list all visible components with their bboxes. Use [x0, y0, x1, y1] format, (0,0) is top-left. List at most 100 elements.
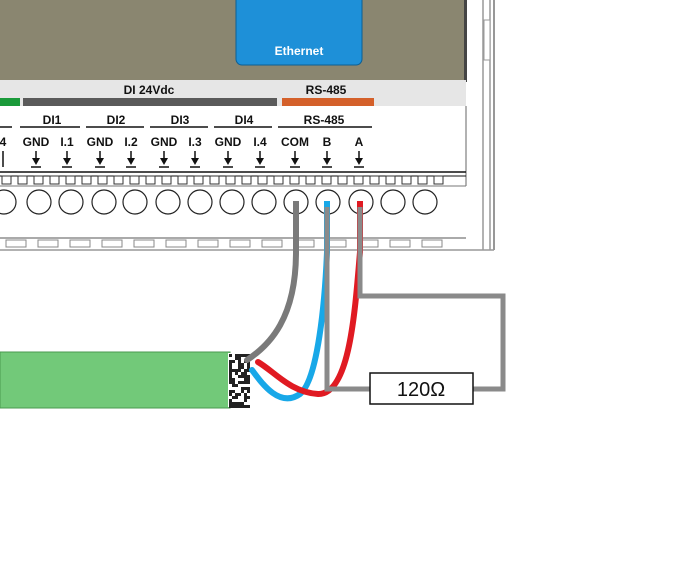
- screw-terminal: [0, 189, 17, 215]
- terminal-slot-lower: [229, 239, 251, 248]
- terminal-slot: [177, 175, 188, 185]
- terminal-strip: [0, 171, 466, 248]
- pin-label-rs485-a: A: [355, 135, 364, 149]
- lower-slot-row: [5, 239, 443, 248]
- terminal-slot: [17, 175, 28, 185]
- rs485-cable: [0, 351, 250, 409]
- cable-shield-braid: [228, 353, 250, 408]
- resistor-label: 120Ω: [397, 379, 445, 401]
- terminal-slot: [369, 175, 380, 185]
- housing-panel: [0, 0, 466, 80]
- ground-arrow-icon: [322, 151, 332, 168]
- terminal-slot: [113, 175, 124, 185]
- di-24vdc-label: DI 24Vdc: [124, 83, 175, 97]
- ground-arrow-icon: [126, 151, 136, 168]
- pin-label-di1-gnd: GND: [23, 135, 50, 149]
- group-title-rs485: RS-485: [304, 113, 345, 127]
- terminal-slot: [433, 175, 444, 185]
- upper-slot-row: [1, 175, 444, 185]
- terminal-slot: [97, 175, 108, 185]
- wire-entry-stubs: [293, 201, 363, 207]
- pin-label-di4-gnd: GND: [215, 135, 242, 149]
- terminal-slot-lower: [165, 239, 187, 248]
- group-title-di2: DI2: [107, 113, 126, 127]
- terminal-slot: [209, 175, 220, 185]
- termination-resistor: 120Ω: [369, 372, 474, 405]
- terminal-slot: [81, 175, 92, 185]
- partial-pin-label: 4: [0, 135, 7, 149]
- terminal-labels: 4 DI1 DI2 DI3 DI4 RS-485 GND I.1 GND I.2…: [0, 113, 372, 149]
- terminal-slot: [417, 175, 428, 185]
- rs485-bar-label: RS-485: [306, 83, 347, 97]
- screw-terminal: [380, 189, 406, 215]
- ground-arrow-icon: [31, 151, 41, 168]
- terminal-slot: [257, 175, 268, 185]
- terminal-slot: [385, 175, 396, 185]
- terminal-slot: [129, 175, 140, 185]
- terminal-slot: [337, 175, 348, 185]
- terminal-slot-lower: [5, 239, 27, 248]
- screw-terminal: [155, 189, 181, 215]
- screw-terminal: [187, 189, 213, 215]
- terminal-slot: [225, 175, 236, 185]
- screw-terminal: [412, 189, 438, 215]
- terminator-wire-b: [324, 206, 370, 392]
- terminal-slot: [193, 175, 204, 185]
- group-title-di4: DI4: [235, 113, 254, 127]
- pin-label-di4-i4: I.4: [253, 135, 267, 149]
- ground-arrow-icon: [190, 151, 200, 168]
- screw-terminal: [91, 189, 117, 215]
- pin-label-di2-gnd: GND: [87, 135, 114, 149]
- terminal-slot: [161, 175, 172, 185]
- terminal-slot: [1, 175, 12, 185]
- terminal-slot-lower: [421, 239, 443, 248]
- group-title-di3: DI3: [171, 113, 190, 127]
- terminator-wire-a: [357, 206, 506, 392]
- ground-arrow-icon: [255, 151, 265, 168]
- terminal-slot: [33, 175, 44, 185]
- ethernet-port-box: [235, 0, 363, 66]
- terminal-slot: [401, 175, 412, 185]
- wire-a: [255, 203, 363, 398]
- terminal-slot-lower: [197, 239, 219, 248]
- pin-label-di3-i3: I.3: [188, 135, 202, 149]
- terminal-slot-lower: [101, 239, 123, 248]
- pin-label-rs485-com: COM: [281, 135, 309, 149]
- ground-arrow-icon: [290, 151, 300, 168]
- terminal-slot: [305, 175, 316, 185]
- screw-terminal: [251, 189, 277, 215]
- screw-terminal: [58, 189, 84, 215]
- terminal-slot: [289, 175, 300, 185]
- terminal-slot-lower: [69, 239, 91, 248]
- pin-label-di1-i1: I.1: [60, 135, 74, 149]
- terminal-slot: [353, 175, 364, 185]
- terminal-slot: [65, 175, 76, 185]
- ground-arrow-icon: [95, 151, 105, 168]
- terminal-slot-lower: [133, 239, 155, 248]
- terminal-slot: [273, 175, 284, 185]
- terminal-slot: [241, 175, 252, 185]
- ground-arrow-icon: [354, 151, 364, 168]
- terminal-slot-lower: [389, 239, 411, 248]
- group-title-di1: DI1: [43, 113, 62, 127]
- wire-com: [244, 203, 299, 363]
- terminal-slot: [49, 175, 60, 185]
- screw-terminal: [219, 189, 245, 215]
- screw-terminal: [122, 189, 148, 215]
- housing-right-edge: [464, 0, 467, 82]
- cable-jacket: [0, 351, 231, 409]
- ground-arrow-icon: [159, 151, 169, 168]
- pin-label-rs485-b: B: [323, 135, 332, 149]
- terminal-slot-lower: [37, 239, 59, 248]
- screw-row: [0, 189, 438, 215]
- resistor-body: [369, 372, 474, 405]
- ethernet-label: Ethernet: [275, 44, 324, 58]
- terminal-slot-lower: [261, 239, 283, 248]
- green-accent-bar: [0, 98, 20, 106]
- ground-arrow-icon: [223, 151, 233, 168]
- terminal-slot: [321, 175, 332, 185]
- rs485-bar: [282, 98, 374, 106]
- di-24vdc-bar: [23, 98, 277, 106]
- device-housing: Ethernet DI 24Vdc RS-485: [0, 0, 467, 106]
